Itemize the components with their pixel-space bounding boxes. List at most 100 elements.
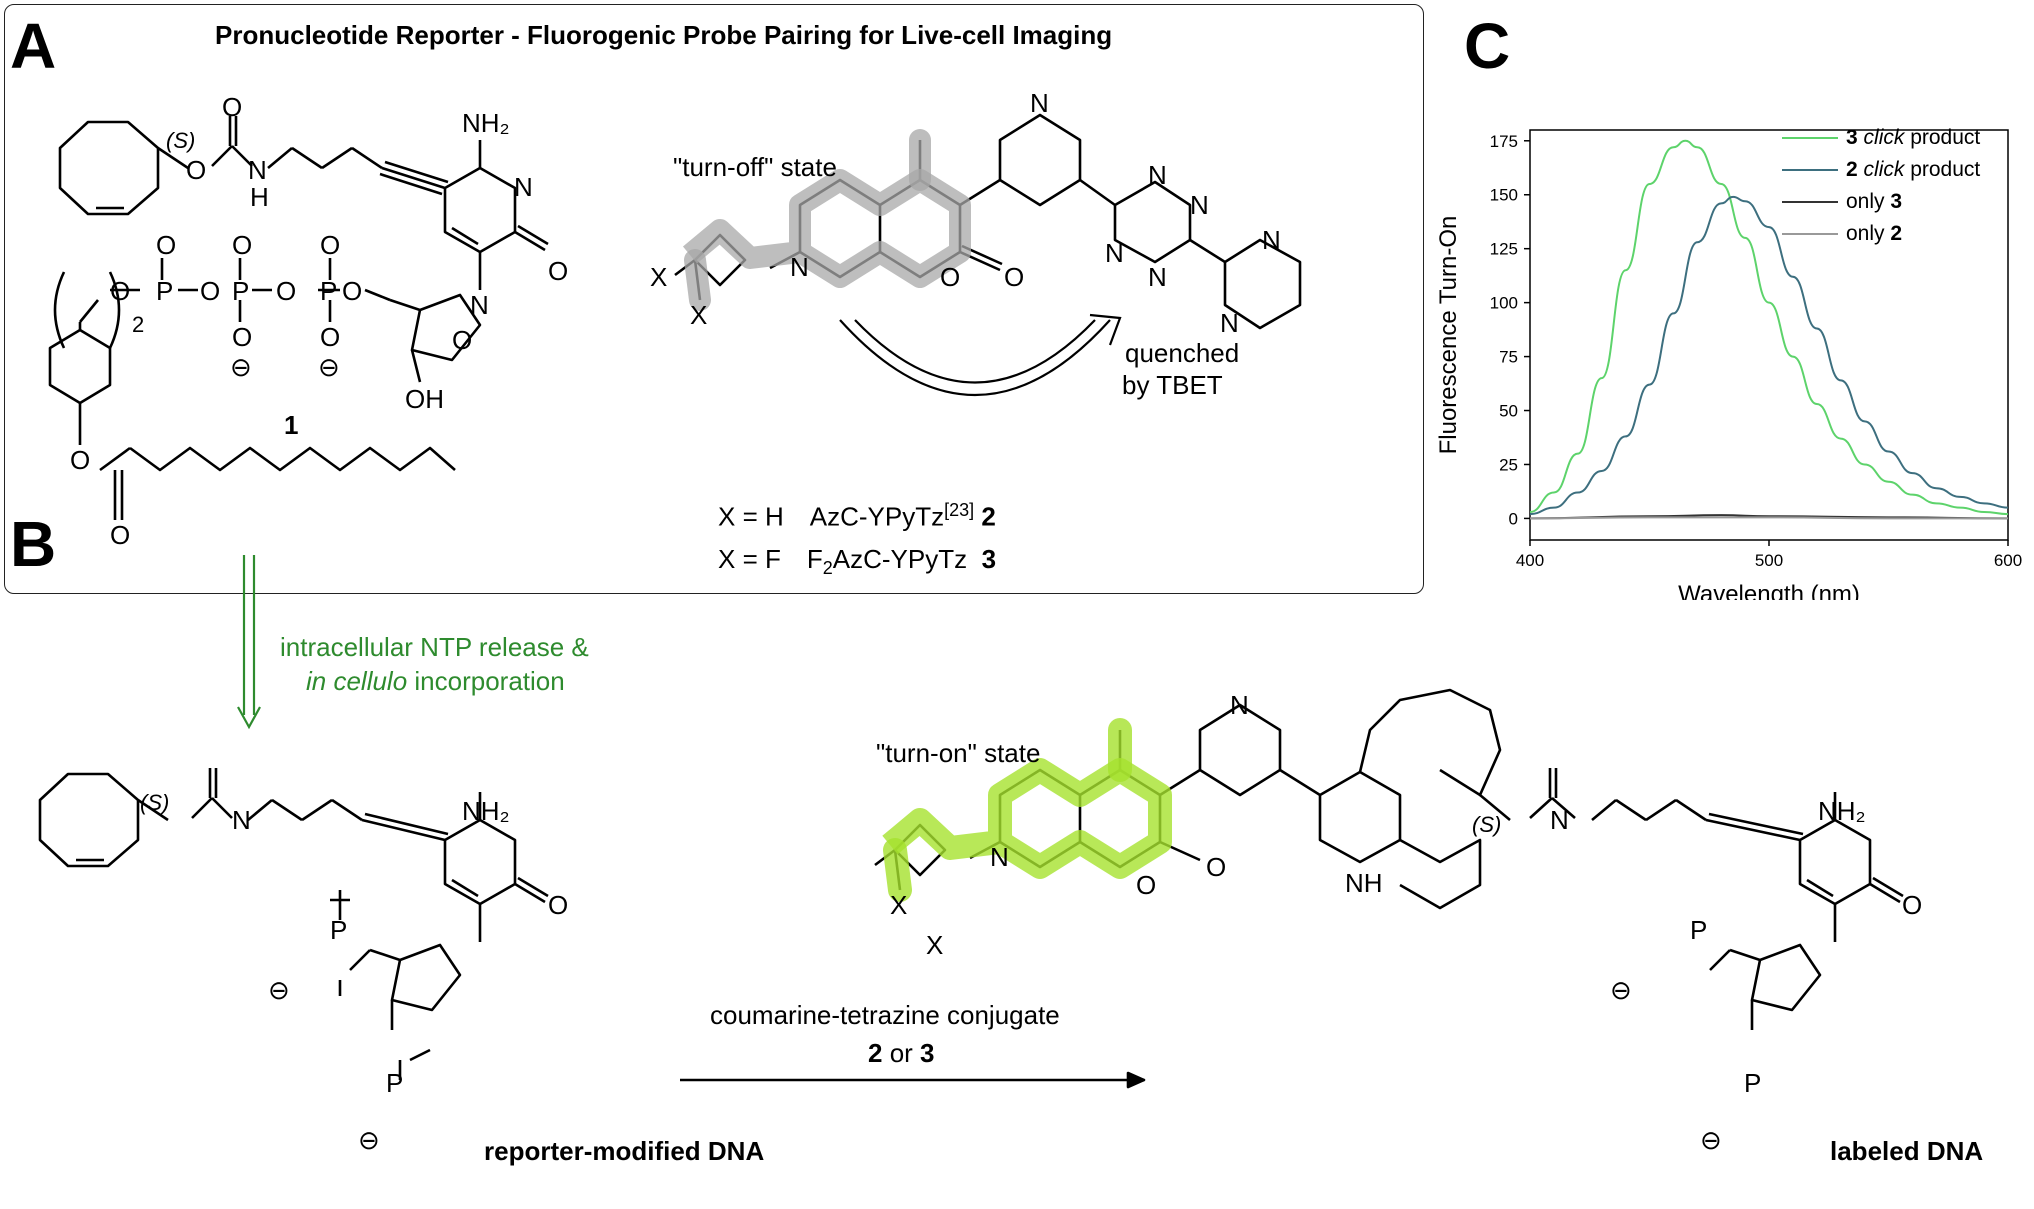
cytosine-ring — [443, 166, 517, 254]
stereo-s-label: (S) — [166, 128, 196, 153]
panel-b-structures — [38, 688, 1904, 1089]
atom-o: O — [1136, 870, 1157, 900]
legend-swatch — [1782, 201, 1838, 203]
atom-n: N — [248, 155, 267, 185]
panel-a-structures — [48, 113, 1302, 520]
atom-o: O — [1206, 852, 1227, 882]
atom-n: N — [990, 842, 1009, 872]
anion-minus: ⊖ — [268, 975, 290, 1005]
atom-nh2: NH₂ — [462, 796, 510, 826]
series-line — [1529, 139, 2009, 516]
y-tick-label: 150 — [1490, 186, 1518, 205]
reagent-label-line2: 2 or 3 — [868, 1038, 935, 1068]
pyridine-ring — [998, 113, 1082, 207]
atom-oh: OH — [405, 384, 444, 414]
atom-n: N — [1190, 190, 1209, 220]
atom-o: O — [200, 276, 221, 306]
atom-n: N — [1148, 160, 1167, 190]
atom-n: N — [1230, 690, 1249, 720]
stereo-s-label: (S) — [140, 790, 170, 815]
x-tick-label: 400 — [1516, 551, 1544, 570]
atom-p: P — [1690, 915, 1708, 945]
atom-o: O — [110, 520, 131, 550]
atom-n: N — [1105, 238, 1124, 268]
atom-o: O — [548, 256, 569, 286]
atom-o: O — [320, 322, 341, 352]
stereo-s-label: (S) — [1472, 812, 1502, 837]
atom-x: X — [690, 300, 708, 330]
atom-p: P — [320, 276, 338, 306]
atom-n: N — [1262, 225, 1281, 255]
atom-o: O — [232, 230, 253, 260]
quenched-label-line2: by TBET — [1122, 370, 1223, 400]
cyclooctene-ring — [58, 120, 160, 216]
atom-nh2: NH₂ — [1818, 796, 1866, 826]
y-tick-label: 50 — [1499, 402, 1518, 421]
turn-on-highlight — [882, 718, 1172, 902]
atom-p: P — [330, 915, 348, 945]
x-axis-label: Wavelength (nm) — [1678, 581, 1860, 600]
y-tick-label: 125 — [1490, 240, 1518, 259]
turn-off-state-label: "turn-off" state — [673, 152, 837, 182]
tetrazine-ring — [1113, 180, 1192, 264]
atom-n: N — [1030, 88, 1049, 118]
compound-1-label: 1 — [284, 410, 299, 440]
atom-o: O — [452, 325, 473, 355]
pyrimidine-ring — [1223, 238, 1302, 330]
anion-minus: ⊖ — [1610, 975, 1632, 1005]
y-axis-label: Fluorescence Turn-On — [1435, 216, 1462, 455]
release-arrow — [237, 555, 261, 730]
quenched-label-line1: quenched — [1125, 338, 1240, 368]
atom-o: O — [70, 445, 91, 475]
atom-n: N — [790, 252, 809, 282]
atom-o: O — [1902, 890, 1923, 920]
atom-o: O — [232, 322, 253, 352]
turn-off-highlight — [682, 129, 971, 311]
subscript-2: 2 — [132, 312, 145, 337]
y-tick-label: 100 — [1490, 294, 1518, 313]
x-tick-label: 600 — [1994, 551, 2022, 570]
series-line — [1529, 195, 2009, 516]
atom-o: O — [276, 276, 297, 306]
atom-n: N — [514, 172, 533, 202]
atom-o: O — [222, 92, 243, 122]
anion-minus: ⊖ — [230, 352, 252, 382]
reporter-dna-label: reporter-modified DNA — [484, 1136, 765, 1166]
atom-o: O — [186, 155, 207, 185]
panel-label-c: C — [1464, 10, 1511, 82]
panel-label-b: B — [10, 508, 57, 580]
atom-h: H — [250, 182, 269, 212]
atom-o: O — [110, 276, 131, 306]
atom-n: N — [1220, 308, 1239, 338]
atom-x: X — [926, 930, 944, 960]
y-tick-label: 75 — [1499, 348, 1518, 367]
legend-swatch — [1782, 169, 1838, 171]
plot-area — [1529, 129, 2009, 541]
legend-item: only 2 — [1782, 222, 1902, 246]
y-tick-label: 25 — [1499, 455, 1518, 474]
atom-o: O — [320, 230, 341, 260]
legend-item: 2 click product — [1782, 158, 1980, 182]
legend-item: only 3 — [1782, 190, 1902, 214]
panel-a-title: Pronucleotide Reporter - Fluorogenic Pro… — [215, 20, 1113, 50]
atom-o: O — [548, 890, 569, 920]
ribose-ring — [410, 293, 482, 362]
atom-p: P — [232, 276, 250, 306]
legend-swatch — [1782, 233, 1838, 235]
atom-o: O — [940, 262, 961, 292]
atom-n: N — [470, 290, 489, 320]
turn-on-state-label: "turn-on" state — [876, 738, 1041, 768]
legend-swatch — [1782, 137, 1838, 139]
atom-nh2: NH₂ — [462, 108, 510, 138]
atom-x: X — [890, 890, 908, 920]
release-label-line2: in cellulo incorporation — [306, 666, 565, 696]
legend-text: 2 click product — [1846, 158, 1981, 181]
atom-n: N — [1148, 262, 1167, 292]
legend-item: 3 click product — [1782, 126, 1980, 150]
legend-text: 3 click product — [1846, 126, 1981, 149]
release-label-line1: intracellular NTP release & — [280, 632, 589, 662]
legend-text: only 3 — [1846, 190, 1903, 213]
atom-n: N — [232, 805, 251, 835]
labeled-dna-label: labeled DNA — [1830, 1136, 1984, 1166]
